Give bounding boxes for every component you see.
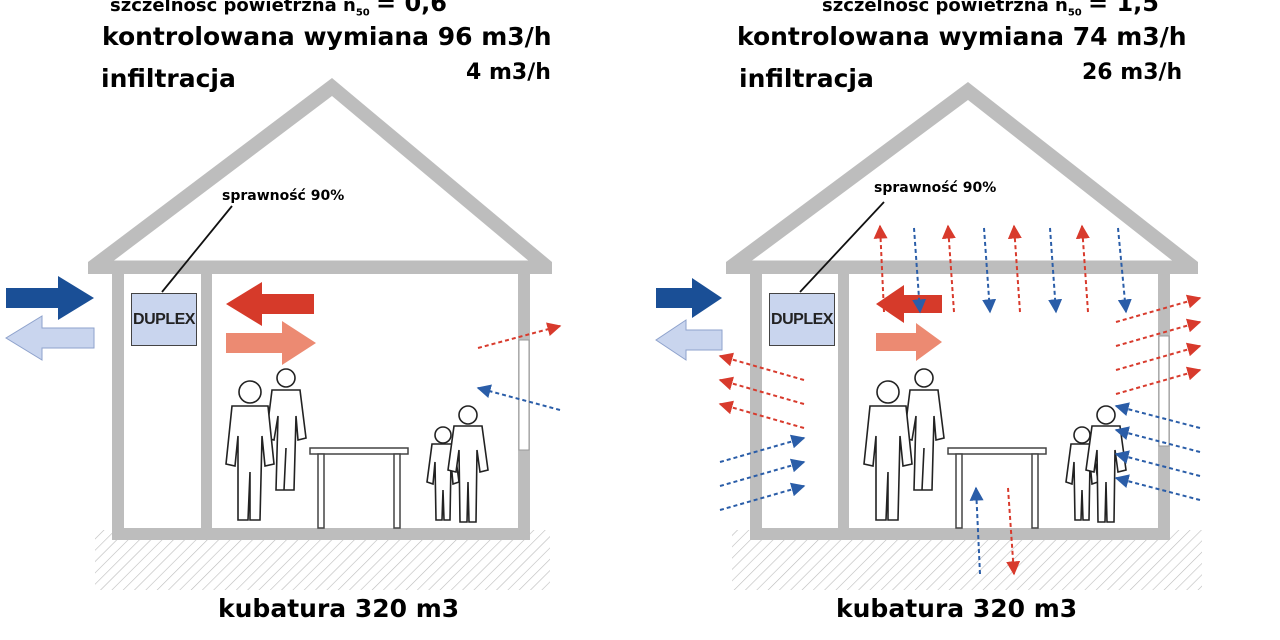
left-person-back	[265, 368, 307, 491]
left-airtightness-cut: szczelność powietrzna n50 = 0,6	[110, 0, 447, 19]
floor-leak-in	[969, 486, 984, 575]
roof-leak-out	[1007, 224, 1022, 313]
right-supply-arrow	[876, 323, 942, 361]
roof-leak-in	[912, 227, 927, 314]
right-infiltration-label: infiltracja	[739, 64, 874, 93]
wall-leak-out	[1115, 366, 1202, 395]
left-partition	[201, 274, 212, 529]
wall-leak-in	[1114, 426, 1201, 453]
roof-leak-in	[982, 227, 997, 314]
roof-leak-out	[1075, 224, 1090, 313]
wall-leak-in	[719, 434, 806, 463]
left-infiltration-label: infiltracja	[101, 64, 236, 93]
right-floor-leaks	[969, 486, 1021, 576]
right-person-back	[903, 368, 945, 491]
left-infiltration-value: 4 m3/h	[466, 60, 551, 85]
left-duplex-unit: DUPLEX	[131, 293, 197, 346]
left-extract-arrow	[226, 282, 314, 326]
left-person-front	[225, 380, 275, 521]
right-roof-leaks	[873, 224, 1132, 314]
right-house	[655, 82, 1202, 590]
wall-leak-out	[718, 352, 805, 381]
roof-leak-in	[1048, 227, 1063, 314]
right-airtightness-cut: szczelność powietrzna n50 = 1,5	[822, 0, 1159, 19]
wall-leak-out	[1115, 318, 1202, 347]
roof-leak-out	[941, 224, 956, 313]
right-table	[947, 447, 1047, 529]
left-controlled-exchange: kontrolowana wymiana 96 m3/h	[102, 22, 552, 51]
right-people	[863, 368, 1127, 523]
roof-leak-out	[873, 224, 888, 313]
left-efficiency-label: sprawność 90%	[222, 188, 345, 204]
right-floor	[750, 528, 1170, 540]
right-woman	[1085, 405, 1127, 523]
right-extract-arrow	[876, 285, 942, 323]
wall-leak-in	[719, 482, 806, 511]
left-supply-arrow	[226, 321, 316, 365]
right-outdoor-supply-arrow	[656, 278, 722, 318]
left-house	[5, 78, 562, 590]
left-leak-out-arrow	[477, 322, 562, 349]
right-person-front	[863, 380, 913, 521]
right-efficiency-label: sprawność 90%	[874, 180, 997, 196]
left-woman	[447, 405, 489, 523]
left-people	[225, 368, 489, 523]
right-efficiency-pointer	[799, 201, 885, 293]
left-outdoor-exhaust-arrow	[5, 315, 95, 361]
right-right-wall-leaks	[1114, 294, 1202, 501]
wall-leak-in	[1114, 474, 1201, 501]
right-partition	[838, 274, 849, 529]
left-table	[309, 447, 409, 529]
wall-leak-out	[718, 400, 805, 429]
wall-leak-in	[719, 458, 806, 487]
left-outdoor-supply-arrow	[6, 276, 94, 320]
left-volume-label: kubatura 320 m3	[218, 594, 460, 623]
wall-leak-out	[718, 376, 805, 405]
wall-leak-in	[1114, 450, 1201, 477]
left-wall-left	[112, 274, 124, 540]
right-infiltration-value: 26 m3/h	[1082, 60, 1183, 85]
wall-leak-out	[1115, 342, 1202, 371]
left-efficiency-pointer	[161, 205, 233, 293]
roof-leak-in	[1117, 227, 1132, 314]
left-floor	[112, 528, 530, 540]
left-leak-in-arrow	[476, 384, 561, 411]
right-left-wall-leaks	[718, 352, 806, 511]
floor-leak-out	[1006, 487, 1021, 576]
right-duplex-unit: DUPLEX	[769, 293, 835, 346]
wall-leak-in	[1114, 402, 1201, 429]
right-outdoor-exhaust-arrow	[655, 319, 723, 361]
wall-leak-out	[1115, 294, 1202, 323]
right-controlled-exchange: kontrolowana wymiana 74 m3/h	[737, 22, 1187, 51]
right-wall-left	[750, 274, 762, 540]
right-volume-label: kubatura 320 m3	[836, 594, 1078, 623]
left-child	[426, 426, 460, 521]
